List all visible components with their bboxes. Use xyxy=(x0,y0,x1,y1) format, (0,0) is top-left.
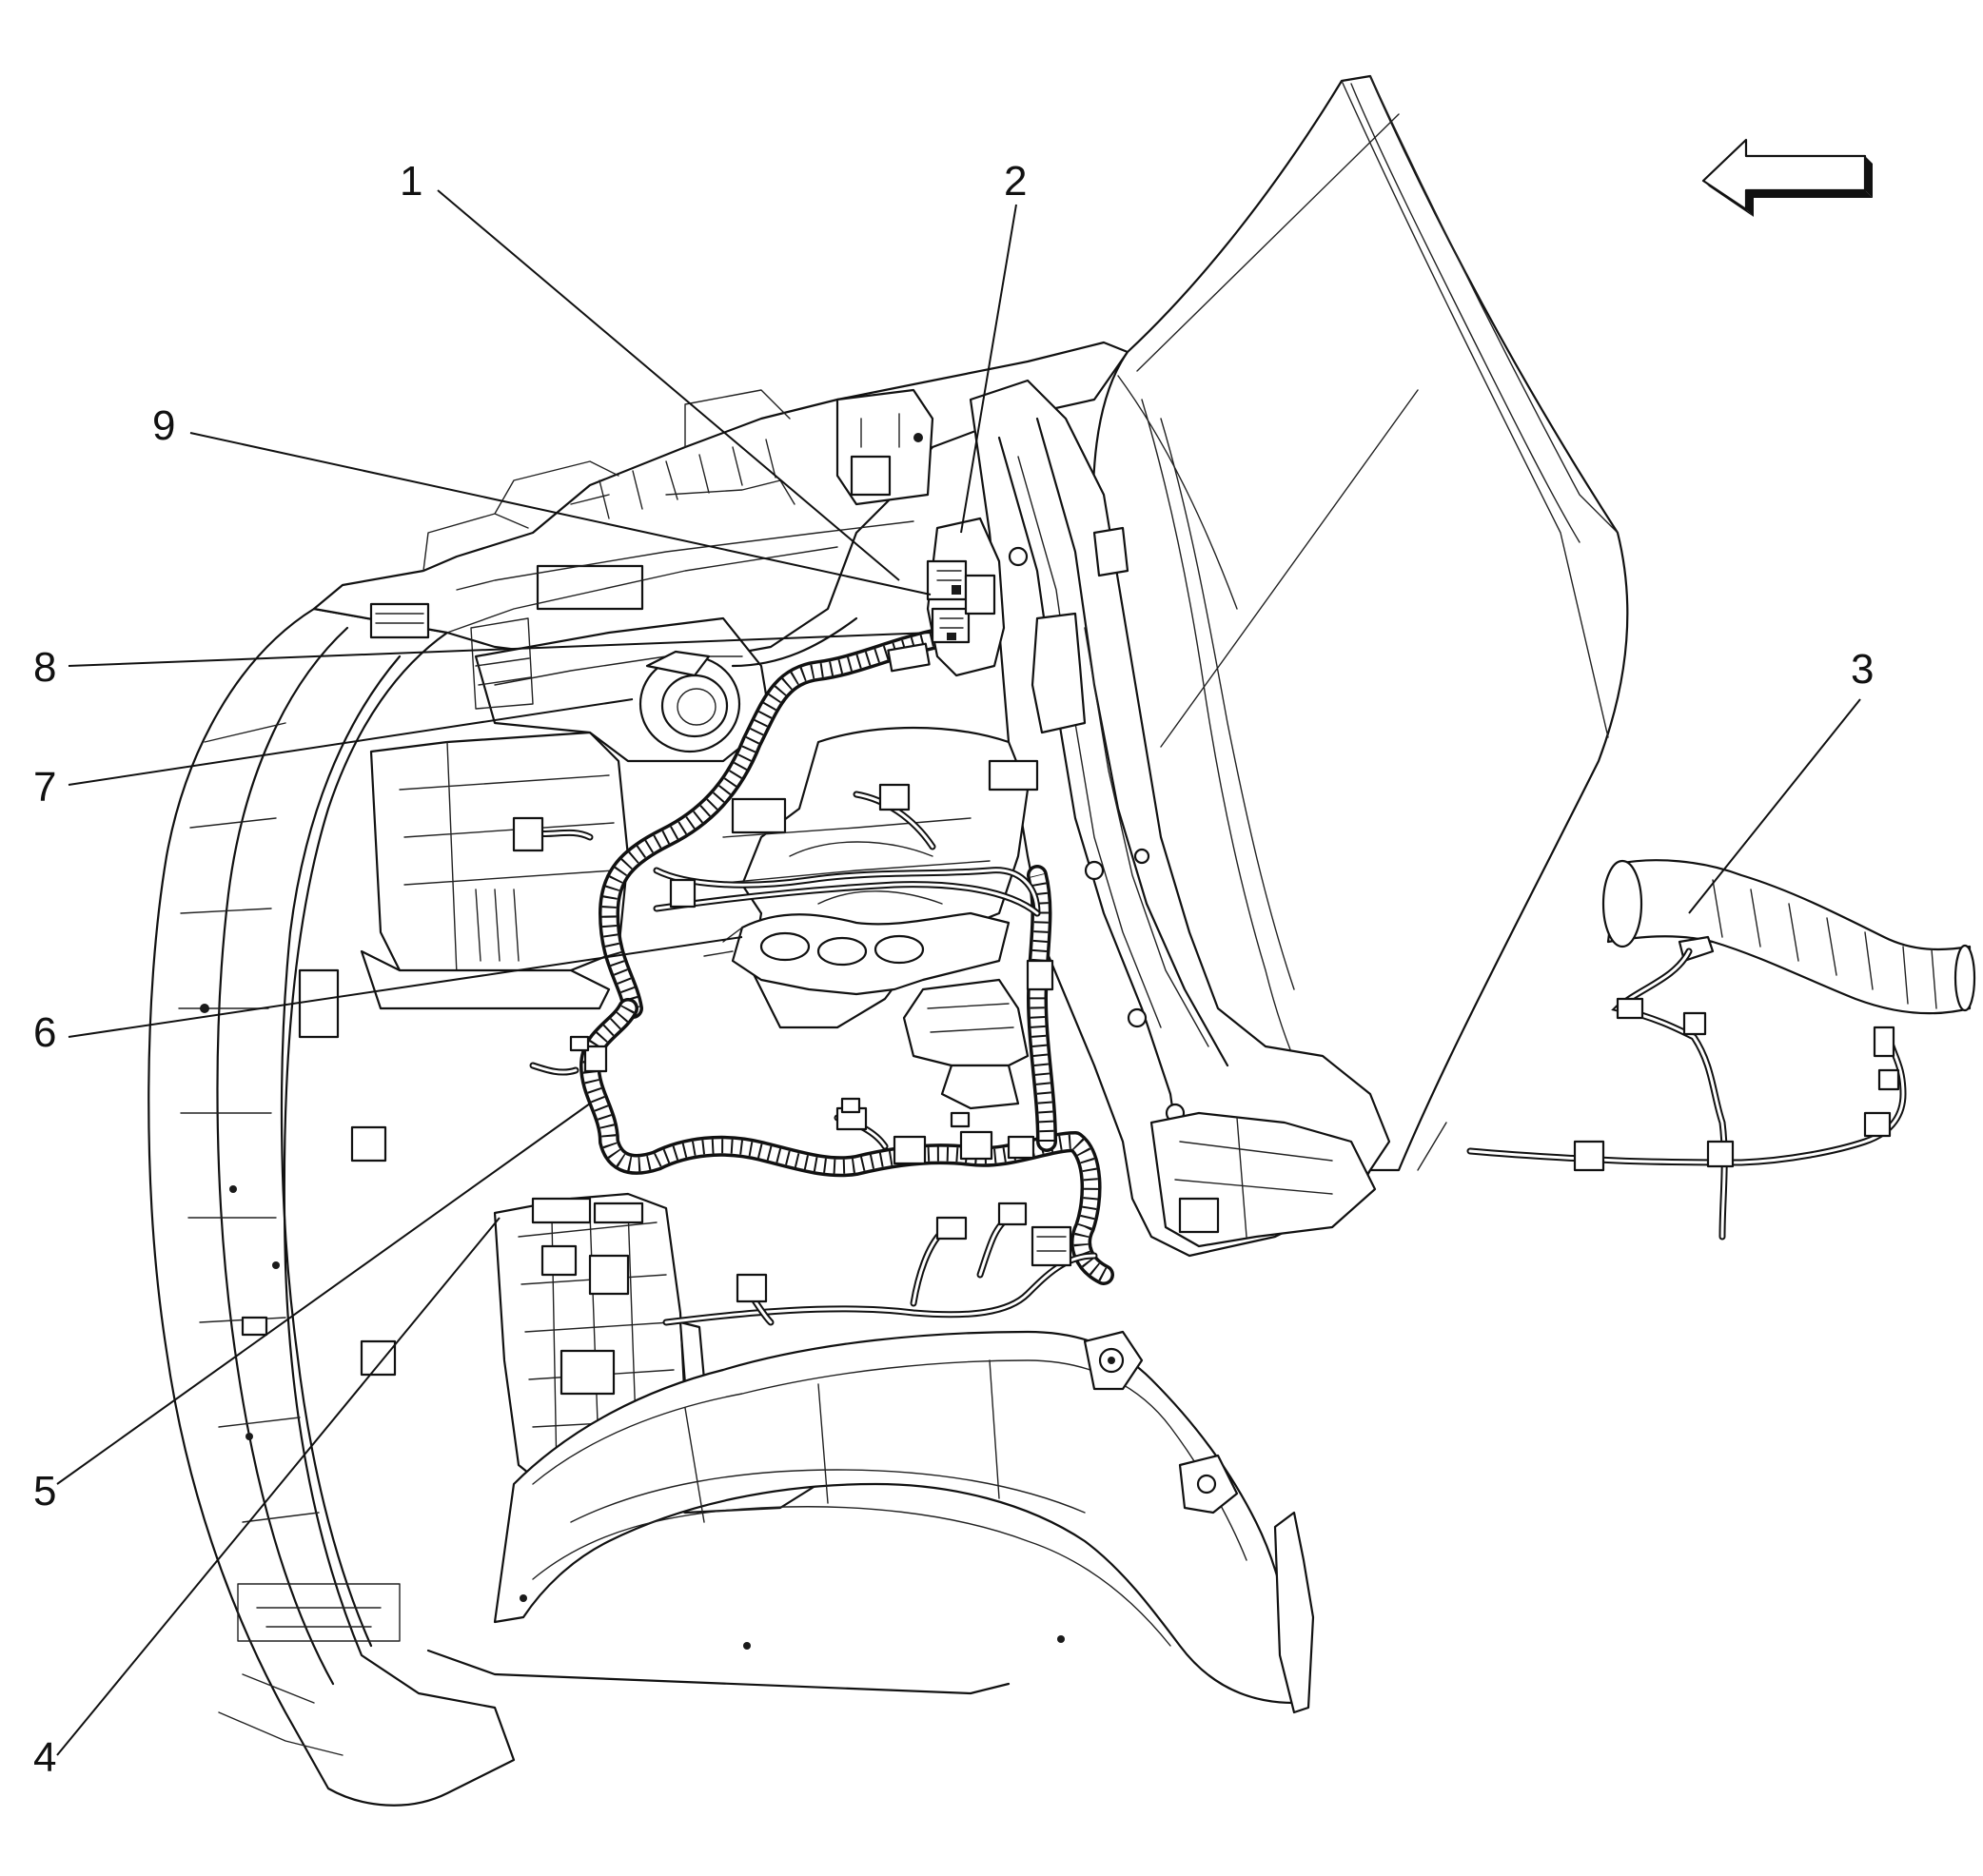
callout-2: 2 xyxy=(1004,158,1027,205)
air-cleaner-assembly xyxy=(360,616,858,1010)
left-arrow-icon xyxy=(1701,138,1873,217)
callout-3: 3 xyxy=(1851,646,1874,693)
leader-line-5 xyxy=(56,1103,591,1485)
leader-line-2 xyxy=(960,204,1017,534)
wheelhouse-liner xyxy=(493,1330,1315,1714)
leader-lines xyxy=(56,189,1861,1756)
callout-9: 9 xyxy=(152,402,175,449)
radiator-support xyxy=(312,341,1129,668)
callout-4: 4 xyxy=(33,1734,56,1781)
leader-line-8 xyxy=(68,632,933,667)
callout-6: 6 xyxy=(33,1009,56,1056)
front-fascia xyxy=(147,607,1011,1807)
callout-5: 5 xyxy=(33,1468,56,1514)
leader-line-4 xyxy=(56,1217,501,1756)
callout-1: 1 xyxy=(400,158,422,205)
leader-line-7 xyxy=(68,698,634,786)
leader-line-6 xyxy=(68,936,743,1038)
callout-8: 8 xyxy=(33,644,56,691)
leader-line-3 xyxy=(1688,698,1861,914)
connector-block-area xyxy=(926,517,1006,677)
engine-wiring-harness xyxy=(512,627,1114,1326)
fender-apron xyxy=(969,379,1391,1258)
engine-area xyxy=(703,726,1039,1110)
leader-line-9 xyxy=(189,432,932,596)
callout-labels: 1 2 3 4 5 6 7 8 9 xyxy=(33,158,1874,1781)
callout-7: 7 xyxy=(33,764,56,811)
wheel-speed-sensor-harness xyxy=(1466,859,1976,1241)
leader-line-1 xyxy=(437,189,900,581)
